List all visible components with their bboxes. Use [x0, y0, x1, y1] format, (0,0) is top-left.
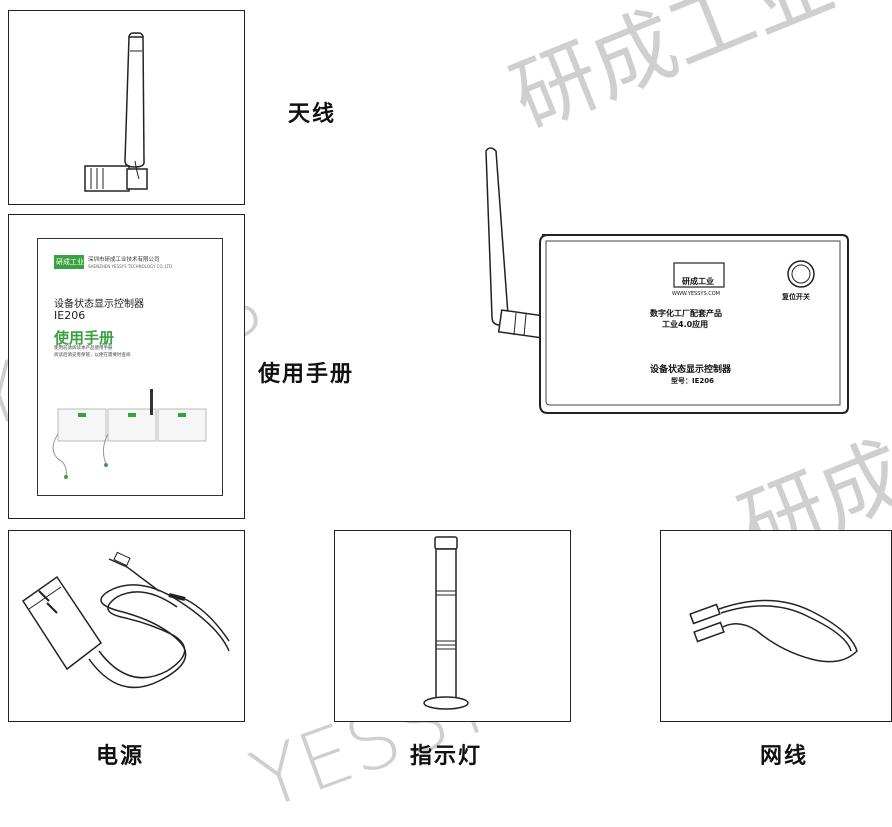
- manual-bullet-1: 使用前请阅读本产品使用手册: [54, 346, 113, 351]
- device-reset-label: 复位开关: [782, 293, 810, 301]
- antenna-label: 天线: [288, 102, 337, 127]
- watermark-company-top: 研成工业: [498, 0, 848, 148]
- power-label: 电源: [96, 744, 145, 769]
- device-website: WWW.YESSYS.COM: [672, 291, 720, 297]
- manual-company-cn: 深圳市研成工业技术有限公司: [88, 257, 160, 263]
- device-tagline-1: 数字化工厂配套产品: [650, 309, 722, 318]
- device-tagline-2: 工业4.0应用: [662, 320, 709, 329]
- cable-label: 网线: [760, 744, 809, 769]
- indicator-panel: [334, 530, 571, 722]
- network-cable-icon: [689, 599, 858, 663]
- antenna-panel: [8, 10, 245, 205]
- manual-label: 使用手册: [258, 362, 355, 387]
- cable-panel: [660, 530, 892, 722]
- device-model-line: 型号：IE206: [671, 377, 714, 385]
- manual-product-name: 设备状态显示控制器: [54, 299, 144, 310]
- antenna-icon: [84, 32, 148, 192]
- manual-title: 使用手册: [54, 329, 115, 347]
- indicator-light-icon: [423, 536, 469, 710]
- manual-model: IE206: [54, 309, 86, 322]
- device-illustration: [485, 147, 849, 414]
- manual-logo: 研成工业: [54, 255, 84, 269]
- manual-cover: 研成工业 深圳市研成工业技术有限公司 SHENZHEN YESSYS TECHN…: [37, 238, 223, 496]
- indicator-label: 指示灯: [410, 744, 483, 769]
- manual-company-en: SHENZHEN YESSYS TECHNOLOGY CO.,LTD: [88, 264, 173, 269]
- device-logo-text: 研成工业: [682, 277, 714, 286]
- device-product-name: 设备状态显示控制器: [650, 365, 732, 375]
- power-adapter-icon: [21, 551, 230, 689]
- power-panel: [8, 530, 245, 722]
- manual-devices-illustration: [52, 389, 207, 479]
- manual-bullet-2: 阅读后请妥善保管，以便在需要时查阅: [54, 353, 131, 358]
